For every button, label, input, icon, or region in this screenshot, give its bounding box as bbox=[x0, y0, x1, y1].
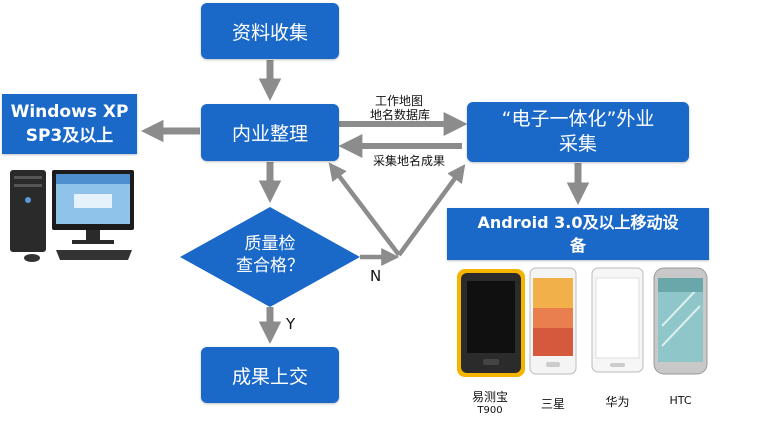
node-collect: 资料收集 bbox=[201, 3, 339, 59]
node-field-line2: 采集 bbox=[558, 133, 597, 155]
node-android-line1: Android 3.0及以上移动设 bbox=[477, 213, 679, 232]
edge-label-from-field: 采集地名成果 bbox=[373, 154, 446, 168]
node-check-text: 质量检 查合格？ bbox=[210, 233, 330, 277]
device-image-samsung bbox=[529, 267, 577, 375]
arrow-no-to-organize bbox=[328, 162, 401, 257]
edge-label-no: N bbox=[370, 267, 382, 285]
node-windows-line2: SP3及以上 bbox=[25, 126, 114, 146]
node-windows: Windows XP SP3及以上 bbox=[2, 94, 137, 154]
device-image-huawei bbox=[591, 267, 644, 373]
device-name-samsung: 三星 bbox=[540, 397, 565, 411]
device-name-ycb: 易测宝 bbox=[471, 390, 508, 404]
node-organize: 内业整理 bbox=[201, 104, 339, 161]
device-name-htc: HTC bbox=[669, 394, 692, 407]
node-field: “电子一体化”外业 采集 bbox=[467, 102, 689, 162]
device-label-ycb: 易测宝 T900 bbox=[460, 388, 520, 416]
node-submit-label: 成果上交 bbox=[231, 365, 308, 388]
device-image-htc bbox=[653, 267, 708, 375]
edge-label-yes: Y bbox=[286, 315, 296, 333]
node-submit: 成果上交 bbox=[201, 347, 339, 403]
node-android-line2: 备 bbox=[569, 236, 586, 255]
node-check-line1: 质量检 bbox=[244, 234, 296, 254]
edge-label-to-field-line1: 工作地图 bbox=[375, 94, 424, 108]
arrow-no-to-field bbox=[397, 164, 466, 257]
node-windows-line1: Windows XP bbox=[10, 102, 129, 122]
node-check-line2: 查合格？ bbox=[236, 256, 304, 276]
device-model-ycb: T900 bbox=[477, 405, 503, 416]
desktop-computer-image bbox=[10, 170, 134, 262]
node-field-line1: “电子一体化”外业 bbox=[501, 108, 655, 130]
node-collect-label: 资料收集 bbox=[231, 21, 308, 44]
device-name-huawei: 华为 bbox=[605, 395, 630, 409]
edge-label-to-field-line2: 地名数据库 bbox=[370, 108, 431, 122]
device-image-ycb bbox=[457, 269, 525, 377]
node-organize-label: 内业整理 bbox=[231, 123, 308, 145]
edge-label-to-field: 工作地图 地名数据库 bbox=[370, 94, 430, 122]
node-android: Android 3.0及以上移动设 备 bbox=[447, 208, 709, 260]
